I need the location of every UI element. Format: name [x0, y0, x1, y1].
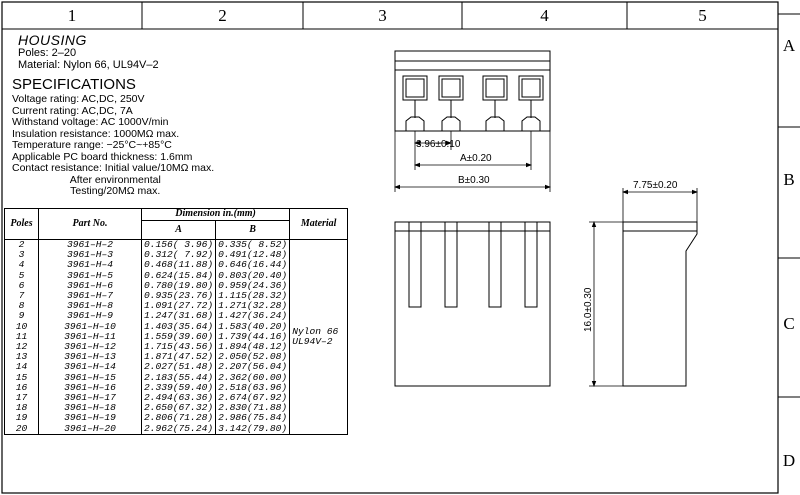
cavity-inner — [405, 78, 425, 98]
column-label-5: 5 — [698, 6, 707, 25]
cavity-outer — [402, 75, 428, 101]
dim-b-cell: 0.959(24.36) — [215, 280, 291, 292]
latch-notch — [521, 116, 541, 131]
row-label-d: D — [782, 451, 796, 470]
dim-b-cell: 2.207(56.04) — [215, 362, 291, 373]
drawing-title: HOUSING — [18, 32, 87, 48]
cavity-outer — [438, 75, 464, 101]
column-label-1: 1 — [67, 6, 77, 25]
front-view — [394, 221, 551, 387]
dim-b-cell: 2.830(71.88) — [215, 403, 291, 414]
height-dimension: 16.0±0.30 — [583, 287, 594, 332]
column-label-4: 4 — [540, 6, 549, 25]
a-dimension: A±0.20 — [460, 153, 492, 164]
row-label-c: C — [783, 314, 795, 333]
dim-b-cell: 0.491(12.48) — [215, 249, 291, 261]
top-view-dimensions — [394, 131, 551, 192]
latch-notch — [405, 116, 425, 131]
specifications-heading: SPECIFICATIONS — [12, 76, 136, 93]
spec-line: Contact resistance: Initial value/10MΩ m… — [12, 162, 215, 174]
material-note: Material: Nylon 66, UL94V–2 — [18, 59, 159, 71]
parts-table: Poles Part No. Dimension in.(mm) Materia… — [4, 208, 349, 435]
dim-b-cell: 0.803(20.40) — [215, 270, 291, 281]
material-line: UL94V–2 — [292, 335, 333, 347]
spec-line: Insulation resistance: 1000MΩ max. — [12, 127, 180, 140]
contact-slot — [488, 221, 502, 308]
row-label-b: B — [783, 170, 795, 189]
side-view — [622, 221, 698, 387]
material-header: Material — [289, 208, 349, 240]
cavity-outer — [518, 75, 544, 101]
side-view-dimensions — [589, 188, 698, 387]
pitch-dimension: 3.96±0.10 — [416, 139, 461, 150]
contact-slot — [408, 221, 422, 308]
latch-notch — [441, 116, 461, 131]
dim-b-cell: 2.362(60.00) — [215, 372, 291, 383]
b-dimension: B±0.30 — [458, 175, 490, 186]
dim-b-cell: 3.142(79.80) — [215, 423, 291, 435]
dim-b-cell: 1.427(36.24) — [215, 311, 291, 322]
cavity-inner — [441, 78, 461, 98]
cavity-inner — [485, 78, 505, 98]
part-no-header: Part No. — [38, 208, 142, 240]
contact-slot — [444, 221, 458, 308]
spec-line: Temperature range: −25°C~+85°C — [12, 139, 172, 151]
spec-line: Voltage rating: AC,DC, 250V — [12, 93, 145, 105]
spec-line: Withstand voltage: AC 1000V/min — [12, 116, 169, 128]
dim-b-cell: 0.335( 8.52) — [215, 239, 291, 251]
specifications-list: Voltage rating: AC,DC, 250V Current rati… — [12, 93, 215, 198]
contact-slot — [524, 221, 538, 308]
dim-b-cell: 1.739(44.16) — [215, 331, 291, 343]
cavity-outer — [482, 75, 508, 101]
dim-b-cell: 1.583(40.20) — [215, 321, 291, 332]
cavity-inner — [521, 78, 541, 98]
spec-line: Applicable PC board thickness: 1.6mm — [12, 150, 193, 163]
dim-b-cell: 2.986(75.84) — [215, 413, 291, 424]
housing-drawing: 3.96±0.10 A±0.20 B±0.30 7.75±0.20 16.0±0… — [394, 50, 698, 387]
dim-b-cell: 2.674(67.92) — [215, 392, 291, 404]
spec-line: Testing/20MΩ max. — [12, 185, 161, 197]
spec-line: Current rating: AC,DC, 7A — [12, 104, 133, 117]
dim-b-cell: 1.894(48.12) — [215, 341, 291, 353]
dim-b-cell: 1.115(28.32) — [215, 290, 291, 302]
spec-line: After environmental — [12, 173, 161, 186]
latch-notch — [485, 116, 505, 131]
row-label-a: A — [782, 36, 796, 55]
column-label-3: 3 — [378, 6, 387, 25]
material-line: Nylon 66 — [292, 325, 339, 337]
depth-dimension: 7.75±0.20 — [633, 180, 678, 191]
dim-b-cell: 2.518(63.96) — [215, 382, 291, 394]
b-header: B — [215, 220, 291, 240]
dim-b-cell: 0.646(16.44) — [215, 260, 291, 271]
dim-b-cell: 2.050(52.08) — [215, 352, 291, 363]
column-label-2: 2 — [218, 6, 227, 25]
poles-note: Poles: 2–20 — [18, 47, 77, 59]
dim-b-cell: 1.271(32.28) — [215, 301, 291, 312]
top-view — [394, 50, 551, 132]
